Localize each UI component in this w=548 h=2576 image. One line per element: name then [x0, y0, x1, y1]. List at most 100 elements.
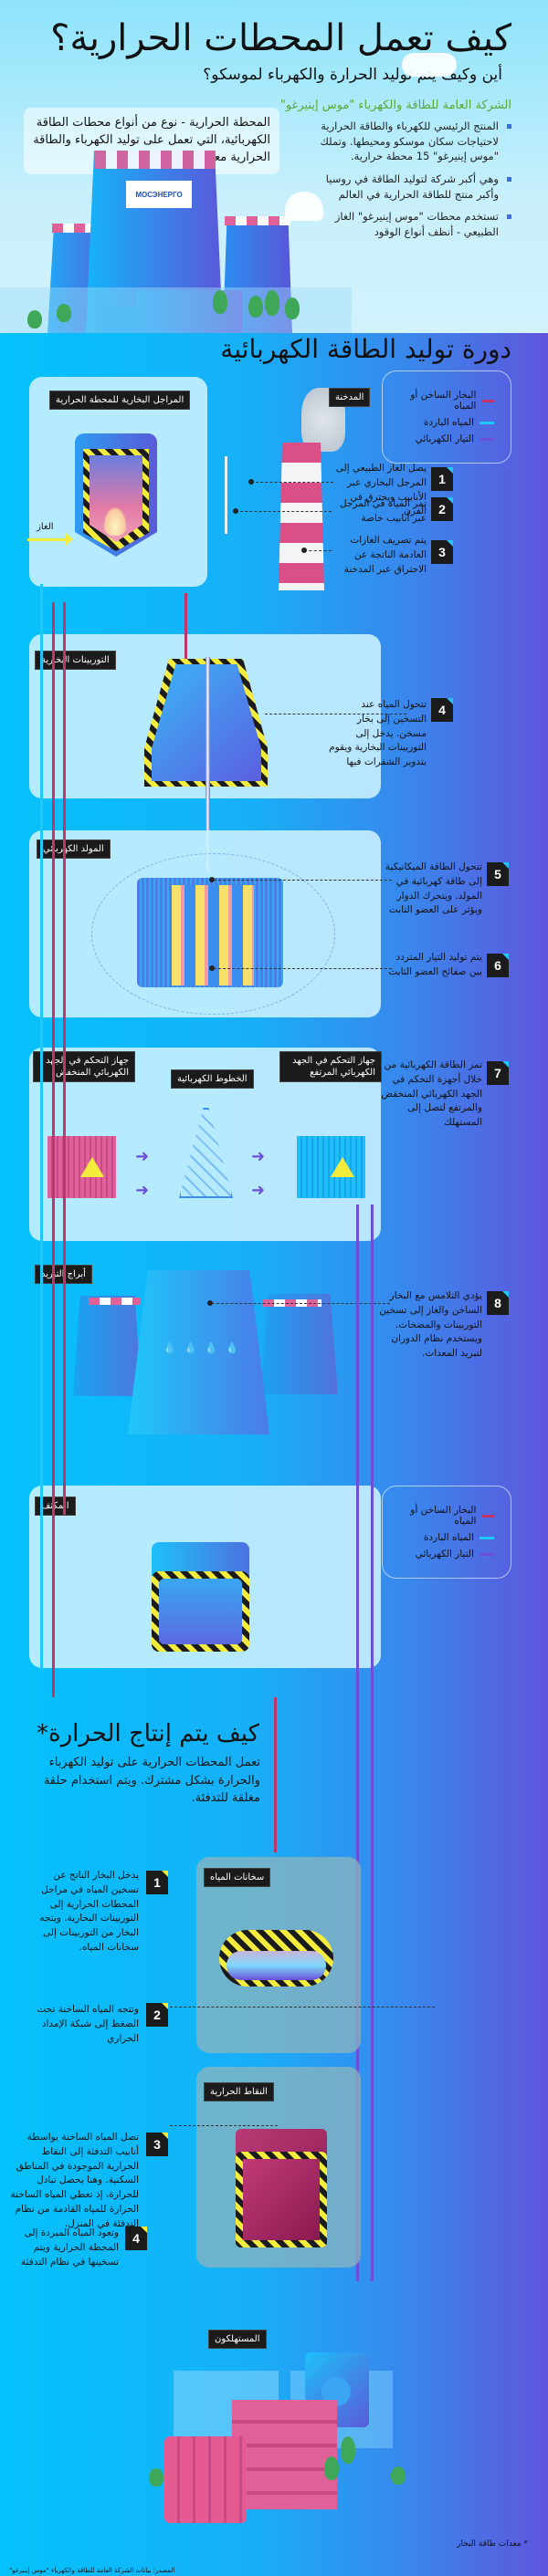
leader-dot	[209, 965, 215, 971]
label-water-heaters: سخانات المياه	[204, 1868, 271, 1887]
source-credit: المصدر: بيانات الشركة العامة للطاقة والك…	[9, 2567, 175, 2574]
legend-label: المياه الباردة	[423, 417, 474, 428]
label-power-lines: الخطوط الكهربائية	[171, 1069, 254, 1089]
heat-description: تعمل المحطات الحرارية على توليد الكهرباء…	[43, 1756, 260, 1805]
legend-bottom: البخار الساخن أو المياه المياه الباردة ا…	[382, 1486, 511, 1579]
page-title: كيف تعمل المحطات الحرارية؟	[50, 17, 511, 59]
leader-dot	[207, 1300, 213, 1306]
heat-step-number-2: 2	[146, 2003, 168, 2027]
leader-line	[170, 2125, 278, 2126]
footnote: * معدات طاقة البخار	[457, 2539, 528, 2549]
label-generator: المولد الكهربائي	[37, 840, 111, 859]
leader-line	[304, 550, 332, 551]
apartment-building	[232, 2400, 337, 2509]
fact-item: وهي أكبر شركة لتوليد الطاقة في روسيا وأك…	[320, 172, 511, 202]
chimney-stack	[279, 443, 324, 590]
cloud-icon	[285, 192, 323, 221]
section-title-heat: كيف يتم إنتاج الحرارة*	[37, 1720, 260, 1747]
plant-annex	[96, 307, 137, 333]
legend-item-current: التيار الكهربائي	[399, 433, 494, 444]
heat-step-number-4: 4	[125, 2227, 147, 2250]
legend-swatch	[480, 1552, 494, 1556]
pipe-hot	[63, 602, 66, 1515]
tree-icon	[391, 2466, 406, 2485]
fact-item: تستخدم محطات "موس إينيرغو" الغاز الطبيعي…	[320, 209, 511, 239]
leader-line	[214, 968, 392, 969]
leader-dot	[233, 508, 238, 514]
magnetic-field-lines	[91, 853, 335, 1015]
section-title-electricity: دورة توليد الطاقة الكهربائية	[220, 334, 511, 364]
arrow-right-icon: ➜	[251, 1147, 266, 1166]
step-number-7: 7	[487, 1061, 509, 1085]
legend-label: التيار الكهربائي	[415, 433, 474, 444]
arrow-right-icon: ➜	[251, 1181, 266, 1200]
step-number-6: 6	[487, 954, 509, 977]
turbine-shaft	[206, 657, 210, 871]
water-heater-tank	[227, 1951, 326, 1980]
cooling-tower-back-left	[73, 1296, 142, 1396]
leader-dot	[301, 548, 307, 553]
condenser-chamber	[159, 1579, 242, 1644]
tree-icon	[324, 2456, 339, 2480]
heat-step-number-1: 1	[146, 1871, 168, 1894]
step-number-2: 2	[431, 497, 453, 521]
label-boiler: المراجل البخارية للمحطة الحرارية	[49, 391, 191, 410]
step-text-1: يصل الغاز الطبيعي إلى المرجل البخاري عبر…	[335, 463, 427, 517]
radiator-icon	[164, 2436, 247, 2523]
step-text-3: يتم تصريف الغازات العادمة الناتجة عن الا…	[343, 535, 427, 575]
heat-step-text-3: تصل المياه الساخنة بواسطة أنابيب التدفئة…	[10, 2132, 139, 2229]
step-text-8: يؤدي التلامس مع البخار الساخن والغاز إلى…	[379, 1290, 482, 1359]
tree-icon	[57, 304, 71, 322]
legend-item-current: التيار الكهربائي	[399, 1549, 494, 1559]
leader-line	[251, 482, 333, 483]
tree-icon	[213, 290, 227, 314]
tree-icon	[149, 2468, 163, 2487]
step-number-8: 8	[487, 1291, 509, 1315]
gas-arrow-icon	[66, 533, 73, 546]
tree-icon	[265, 290, 279, 316]
legend-item-hot: البخار الساخن أو المياه	[399, 390, 494, 412]
page-subtitle: أين وكيف يتم توليد الحرارة والكهرباء لمو…	[203, 66, 502, 84]
leader-line	[236, 511, 332, 512]
leader-line	[170, 2007, 435, 2008]
step-number-4: 4	[431, 698, 453, 722]
leader-dot	[209, 877, 215, 882]
exhaust-pipe	[225, 456, 227, 534]
leader-dot	[248, 479, 254, 485]
legend-label: البخار الساخن أو المياه	[410, 1505, 477, 1527]
water-drops-icon: 💧💧💧💧	[163, 1341, 247, 1354]
step-text-2: تمر المياه في المرجل عبر أنابيب خاصة	[339, 498, 427, 524]
pipe-current	[356, 1205, 359, 2281]
legend-swatch	[480, 437, 494, 441]
heat-step-text-4: وتعود المياه المبردة إلى المحطة الحرارية…	[20, 2227, 119, 2268]
tree-icon	[27, 310, 42, 329]
gas-inlet-pipe	[27, 538, 68, 541]
pipe-hot	[274, 1697, 277, 1852]
pipe-cold	[40, 584, 43, 1670]
legend-label: البخار الساخن أو المياه	[410, 390, 477, 412]
pipe-current	[371, 1205, 374, 2281]
legend-swatch	[480, 421, 494, 424]
pipe-hot	[52, 602, 55, 1697]
legend-item-cold: المياه الباردة	[399, 1532, 494, 1543]
legend-swatch	[481, 399, 494, 402]
legend-label: المياه الباردة	[423, 1532, 474, 1543]
leader-line	[214, 880, 392, 881]
definition-box: المحطة الحرارية - نوع من أنواع محطات الط…	[24, 108, 279, 174]
label-heat-points: النقاط الحرارية	[204, 2082, 274, 2101]
tree-icon	[341, 2436, 355, 2464]
step-text-4: تتحول المياه عند التسخين إلى بخار مسخن. …	[329, 699, 427, 767]
step-text-5: تتحول الطاقة الميكانيكية إلى طاقة كهربائ…	[385, 861, 482, 916]
tree-icon	[285, 297, 300, 319]
arrow-right-icon: ➜	[135, 1147, 150, 1166]
steam-pipe	[184, 593, 187, 659]
arrow-right-icon: ➜	[135, 1181, 150, 1200]
tower-checker-band	[52, 224, 98, 233]
heat-step-number-3: 3	[146, 2133, 168, 2156]
tree-icon	[248, 296, 263, 318]
legend-swatch	[481, 1514, 494, 1517]
legend-label: التيار الكهربائي	[415, 1549, 474, 1559]
label-high-voltage: جهاز التحكم في الجهد الكهربائي المرتفع	[279, 1051, 382, 1082]
label-consumers: المستهلكون	[208, 2330, 267, 2349]
step-text-7: تمر الطاقة الكهربائية من خلال أجهزة التح…	[381, 1059, 482, 1128]
